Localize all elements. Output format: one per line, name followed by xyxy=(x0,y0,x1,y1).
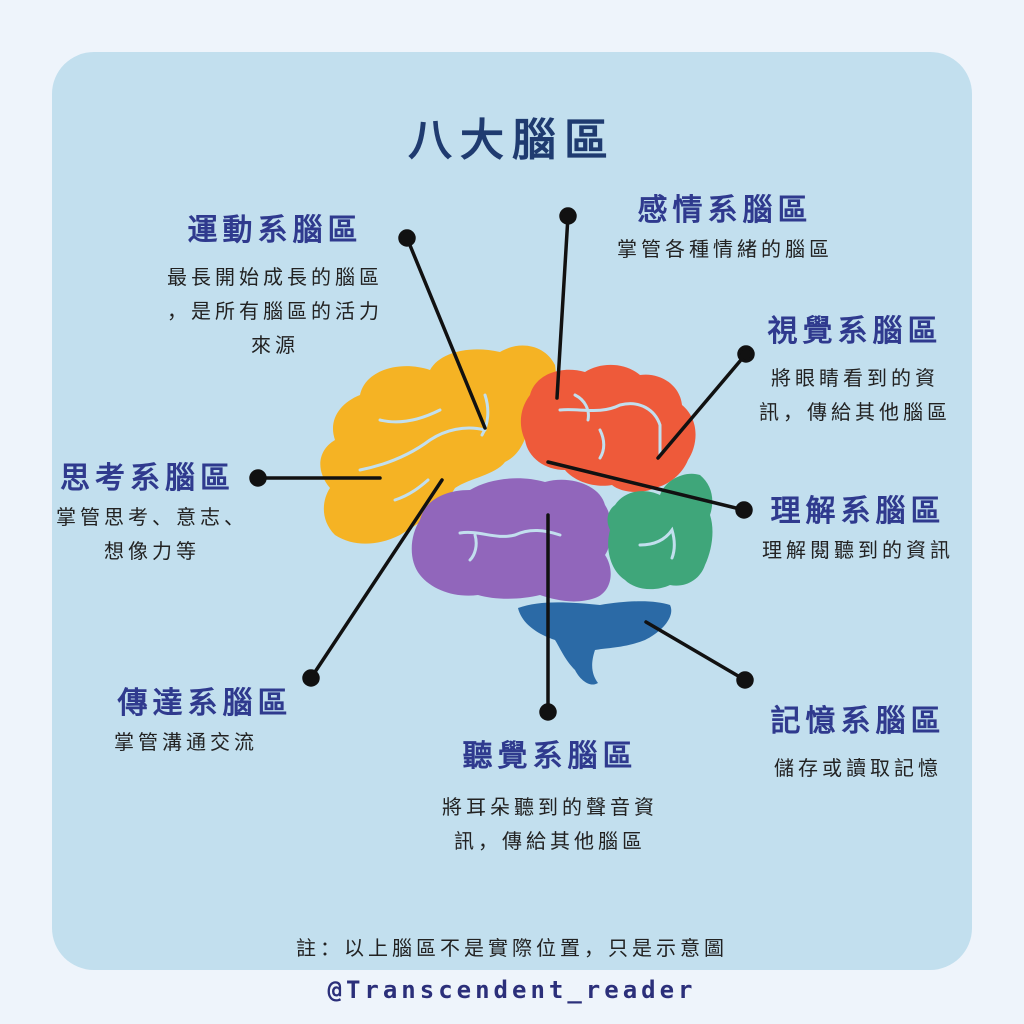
region-desc-visual-line1: 將眼睛看到的資 xyxy=(771,366,939,390)
label-understanding: 理解系腦區 理解閱聽到的資訊 xyxy=(738,493,978,567)
page-title: 八大腦區 xyxy=(408,115,616,166)
brain-region-frontal xyxy=(320,345,556,544)
author-credit: @Transcendent_reader xyxy=(327,976,697,1004)
region-name-understanding: 理解系腦區 xyxy=(770,494,946,529)
brain-region-emotion xyxy=(520,364,696,492)
region-name-memory: 記憶系腦區 xyxy=(770,704,946,739)
region-name-motor: 運動系腦區 xyxy=(187,213,363,248)
region-desc-thinking-line2: 想像力等 xyxy=(104,539,200,563)
region-name-communication: 傳達系腦區 xyxy=(117,686,293,721)
region-desc-hearing-line1: 將耳朵聽到的聲音資 xyxy=(442,795,658,819)
region-desc-emotion-line1: 掌管各種情緒的腦區 xyxy=(617,237,833,261)
region-desc-motor-line1: 最長開始成長的腦區 xyxy=(167,265,383,289)
region-desc-thinking-line1: 掌管思考、意志、 xyxy=(56,505,248,529)
label-visual: 視覺系腦區 將眼睛看到的資 訊，傳給其他腦區 xyxy=(735,313,975,429)
region-desc-visual-line2: 訊，傳給其他腦區 xyxy=(759,400,951,424)
region-name-thinking: 思考系腦區 xyxy=(60,461,235,496)
region-name-hearing: 聽覺系腦區 xyxy=(462,739,638,774)
region-desc-motor-line3: 來源 xyxy=(251,333,299,357)
label-communication: 傳達系腦區 掌管溝通交流 xyxy=(100,685,310,759)
region-desc-memory-line1: 儲存或讀取記憶 xyxy=(774,756,942,780)
label-motor: 運動系腦區 最長開始成長的腦區 ，是所有腦區的活力 來源 xyxy=(140,212,410,362)
brain-region-cerebellum xyxy=(518,601,672,685)
region-name-visual: 視覺系腦區 xyxy=(767,314,943,349)
region-desc-understanding-line1: 理解閱聽到的資訊 xyxy=(762,538,954,562)
label-emotion: 感情系腦區 掌管各種情緒的腦區 xyxy=(590,192,860,266)
region-desc-hearing-line2: 訊，傳給其他腦區 xyxy=(454,829,646,853)
region-desc-communication-line1: 掌管溝通交流 xyxy=(114,730,258,754)
label-thinking: 思考系腦區 掌管思考、意志、 想像力等 xyxy=(52,460,252,568)
label-memory: 記憶系腦區 儲存或讀取記憶 xyxy=(748,703,968,785)
region-desc-motor-line2: ，是所有腦區的活力 xyxy=(167,299,383,323)
disclaimer-note: 註：以上腦區不是實際位置，只是示意圖 xyxy=(296,936,728,960)
region-name-emotion: 感情系腦區 xyxy=(637,193,813,228)
brain-region-occipital xyxy=(607,473,713,590)
label-hearing: 聽覺系腦區 將耳朵聽到的聲音資 訊，傳給其他腦區 xyxy=(410,738,690,858)
brain-region-temporal xyxy=(411,478,612,602)
